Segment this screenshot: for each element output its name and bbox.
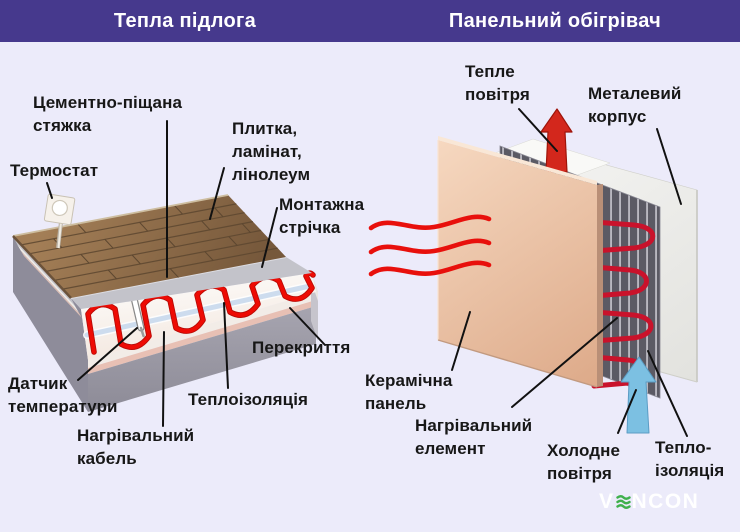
label-ceramic-panel: Керамічна панель [365, 371, 453, 413]
ceramic-panel [437, 136, 603, 388]
heat-waves-icon [368, 214, 492, 277]
warm-floor-illustration [12, 193, 318, 412]
label-thermostat: Термостат [10, 161, 99, 180]
wood-flooring [12, 194, 286, 299]
label-floor-insulation: Теплоізоляція [188, 390, 309, 409]
label-screed: Цементно-піщана стяжка [33, 93, 183, 135]
label-floor-cable: Нагрівальний кабель [77, 426, 195, 468]
logo-suffix: NCON [631, 490, 700, 513]
label-mounting-tape: Монтажна стрічка [279, 195, 365, 237]
right-title: Панельний обігрівач [448, 9, 662, 32]
label-heating-element: Нагрівальний елемент [415, 416, 533, 458]
vencon-logo: V NCON [599, 490, 699, 514]
logo-wave-e-icon [615, 494, 631, 510]
screed-strip [71, 257, 312, 309]
label-sensor: Датчик температури [8, 374, 118, 416]
thermostat-icon [43, 193, 76, 249]
logo-prefix: V [599, 490, 615, 513]
label-slab: Перекриття [252, 338, 351, 357]
header-bar: Тепла підлога Панельний обігрівач [0, 0, 740, 42]
panel-heater-illustration [368, 108, 698, 434]
label-panel-insulation: Тепло- ізоляція [655, 438, 725, 480]
label-warm-air: Тепле повітря [465, 62, 530, 104]
label-flooring: Плитка, ламінат, лінолеум [232, 119, 311, 184]
left-title: Тепла підлога [113, 9, 257, 32]
cold-air-arrow-icon [620, 356, 657, 434]
label-metal-case: Металевий корпус [588, 84, 682, 126]
label-cold-air: Холодне повітря [547, 441, 621, 483]
leader-lines [46, 108, 688, 437]
